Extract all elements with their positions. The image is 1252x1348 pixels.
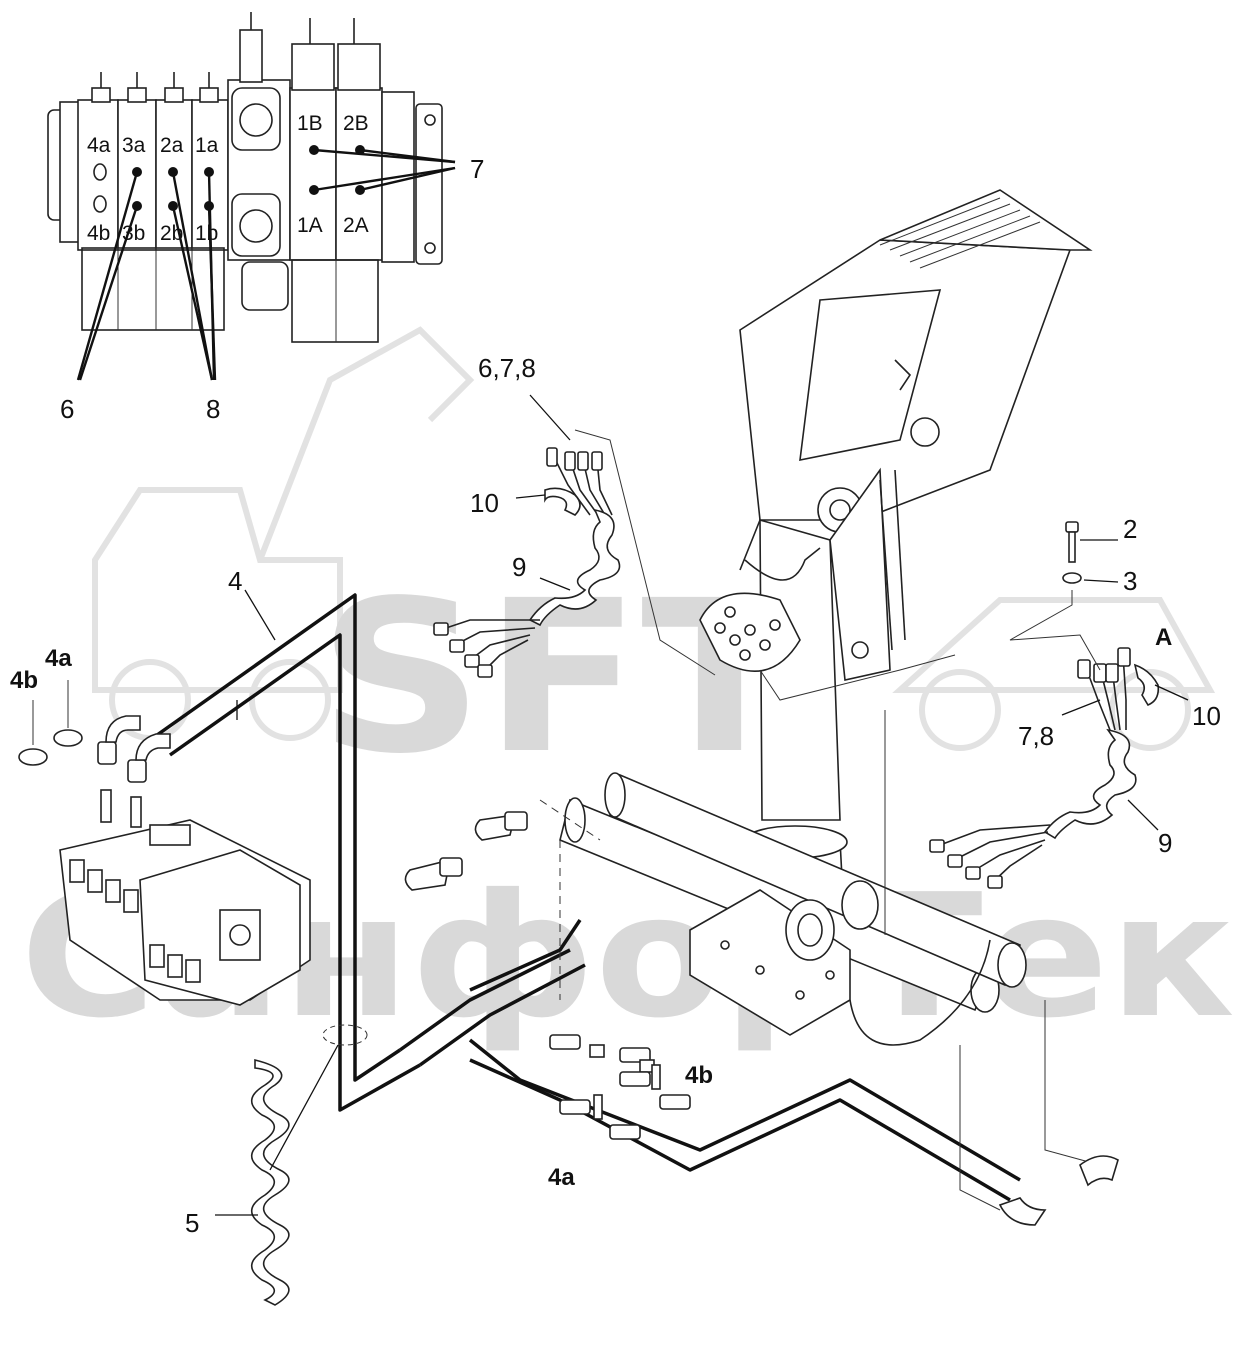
hose-legend: 4b 4a (10, 645, 83, 766)
boom-hose-bundle (879, 197, 1041, 269)
callout-3: 3 (1123, 566, 1137, 596)
port-label-4a: 4a (87, 134, 111, 157)
callout-10-right: 10 (1192, 701, 1221, 731)
callout-9-right: 9 (1158, 828, 1172, 858)
callout-4b-hose: 4b (685, 1062, 713, 1089)
port-label-4b: 4b (87, 222, 110, 245)
port-label-2a: 2a (160, 134, 184, 157)
callout-5: 5 (185, 1208, 199, 1238)
left-hose-bundle: 6,7,8 10 9 (433, 353, 956, 701)
valve-block-3d (59, 819, 311, 1006)
callout-10-left: 10 (470, 488, 499, 518)
port-label-1a: 1a (195, 134, 219, 157)
legend-label-4a: 4a (45, 645, 72, 672)
callout-6: 6 (60, 394, 74, 424)
legend-label-4b: 4b (10, 667, 38, 694)
port-label-2B: 2B (343, 112, 369, 135)
hose-fittings (97, 715, 1119, 1226)
spiral-wrap-guard (215, 1024, 368, 1306)
callout-4: 4 (228, 566, 242, 596)
port-label-3a: 3a (122, 134, 146, 157)
port-label-1b: 1b (195, 222, 218, 245)
callout-7: 7 (470, 154, 484, 184)
callout-6-7-8: 6,7,8 (478, 353, 536, 383)
port-label-1A: 1A (297, 214, 323, 237)
port-label-1B: 1B (297, 112, 323, 135)
port-label-3b: 3b (122, 222, 145, 245)
hose-connector-plate (699, 592, 801, 673)
general-callouts: 4 5 4b 4a (185, 566, 713, 1238)
port-label-2A: 2A (343, 214, 369, 237)
callout-4a-hose: 4a (548, 1164, 575, 1191)
watermark-brand: SFT (318, 555, 798, 800)
boom-assembly (559, 189, 1093, 1046)
control-valve-detail: 4a 3a 2a 1a 4b 3b 2b 1b 1B 2B 1A 2A 6 (47, 12, 484, 424)
callout-A: A (1155, 624, 1172, 651)
callout-9-left: 9 (512, 552, 526, 582)
right-hose-bundle: 2 3 A 10 7,8 9 (929, 514, 1221, 889)
callout-7-8: 7,8 (1018, 721, 1054, 751)
hose-route (148, 593, 1101, 1211)
callout-8: 8 (206, 394, 220, 424)
callout-2: 2 (1123, 514, 1137, 544)
